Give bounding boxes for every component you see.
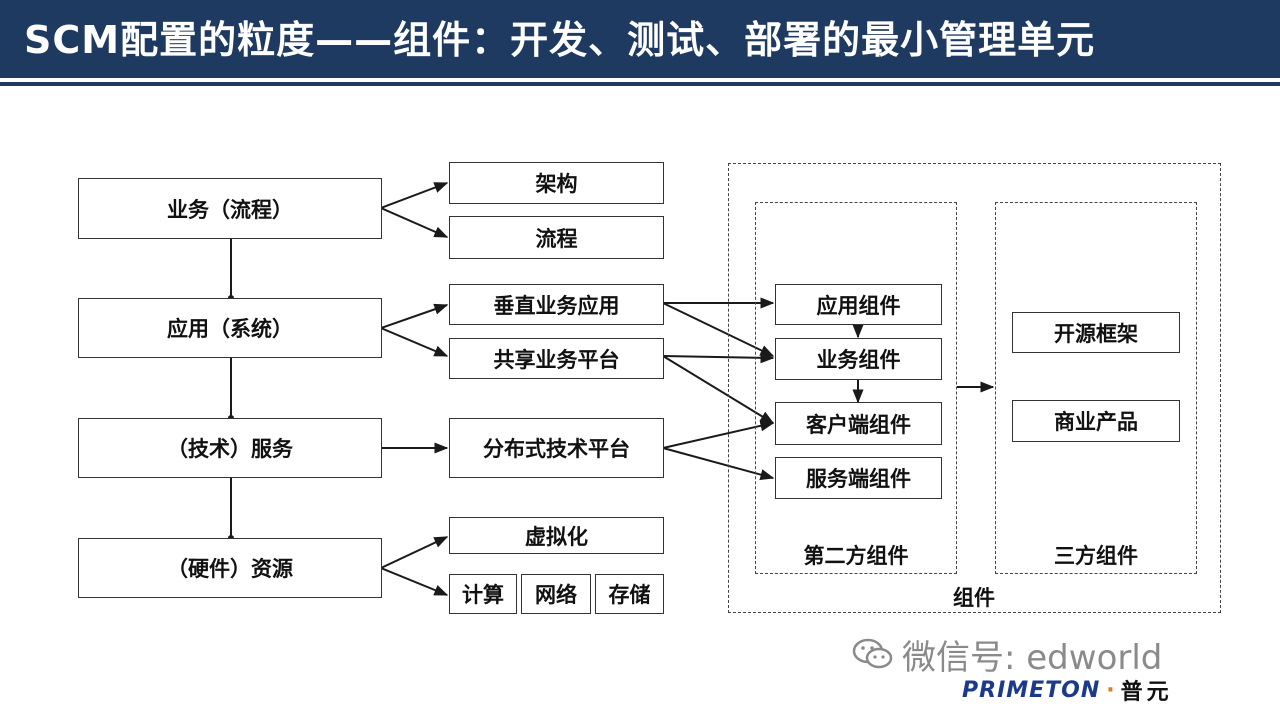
box-architecture: 架构 (449, 162, 664, 204)
box-network: 网络 (521, 574, 591, 614)
box-distributed-platform: 分布式技术平台 (449, 418, 664, 478)
arrow-business-process (380, 207, 449, 238)
logo-chinese: 普元 (1120, 680, 1173, 705)
label-components: 组件 (953, 586, 995, 610)
box-process: 流程 (449, 216, 664, 259)
title-underline (0, 82, 1280, 86)
box-client-component: 客户端组件 (775, 402, 942, 445)
components-outer-group (728, 163, 1221, 613)
box-application: 应用（系统） (78, 298, 382, 358)
arrow-vertical-buscomp (662, 302, 775, 357)
box-server-component: 服务端组件 (775, 457, 942, 499)
arrow-shared-buscomp (662, 352, 775, 364)
arrow-resource-virtualization (380, 536, 449, 569)
arrow-distributed-server (662, 447, 775, 481)
label-second-party: 第二方组件 (803, 544, 909, 568)
primeton-logo: PRIMETON · 普元 (962, 676, 1173, 706)
arrow-shared-client (662, 355, 775, 424)
arrow-business-architecture (380, 182, 449, 209)
wechat-id: 微信号: edworld (902, 637, 1163, 678)
box-compute: 计算 (449, 574, 517, 614)
logo-text: PRIMETON (962, 677, 1101, 703)
box-shared-platform: 共享业务平台 (449, 338, 664, 379)
box-business: 业务（流程） (78, 178, 382, 239)
third-party-group (995, 202, 1197, 574)
box-storage: 存储 (595, 574, 664, 614)
logo-separator: · (1106, 677, 1115, 703)
box-resource: （硬件）资源 (78, 538, 382, 598)
label-third-party: 三方组件 (1054, 544, 1138, 568)
arrow-resource-compute (380, 567, 449, 596)
arrow-distributed-client (662, 420, 775, 449)
box-open-source: 开源框架 (1012, 312, 1180, 353)
box-business-component: 业务组件 (775, 338, 942, 380)
second-party-group (755, 202, 957, 574)
box-app-component: 应用组件 (775, 284, 942, 325)
box-commercial: 商业产品 (1012, 400, 1180, 442)
arrow-application-shared (380, 327, 449, 357)
slide-title: SCM配置的粒度——组件：开发、测试、部署的最小管理单元 (24, 18, 1096, 62)
wechat-watermark: 微信号: edworld (852, 632, 1163, 678)
arrow-application-vertical (380, 303, 449, 329)
title-bar (0, 0, 1280, 78)
box-virtualization: 虚拟化 (449, 517, 664, 554)
box-vertical-app: 垂直业务应用 (449, 284, 664, 325)
wechat-icon (852, 638, 893, 669)
box-service: （技术）服务 (78, 418, 382, 478)
